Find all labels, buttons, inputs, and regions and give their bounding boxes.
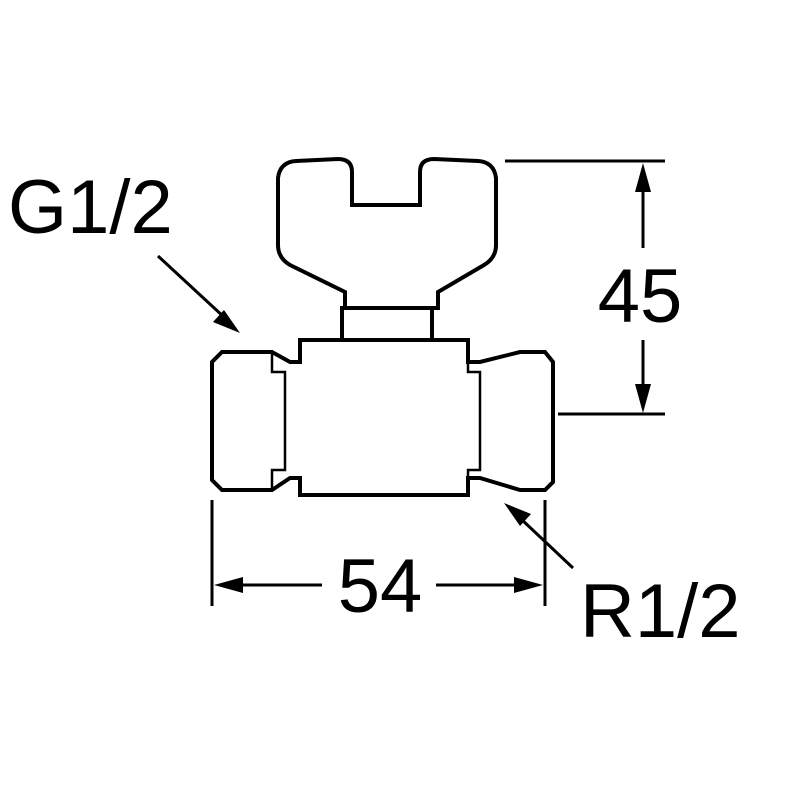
width-dimension-label: 54 xyxy=(338,544,423,629)
width-arrow-right xyxy=(514,577,543,593)
inlet-leader-line xyxy=(156,254,227,320)
height-arrow-bottom xyxy=(635,384,651,413)
outlet-thread-label: R1/2 xyxy=(580,569,741,654)
width-arrow-left xyxy=(214,577,243,593)
body-detail-right xyxy=(466,360,482,478)
outlet-leader-arrow xyxy=(504,503,531,526)
inlet-leader-arrow xyxy=(213,310,240,333)
body-detail-left xyxy=(270,352,287,490)
height-dimension-label: 45 xyxy=(598,254,683,339)
outlet-leader-line xyxy=(518,516,575,570)
inlet-thread-label: G1/2 xyxy=(8,165,173,250)
valve-stem xyxy=(340,306,434,342)
height-arrow-top xyxy=(635,163,651,192)
valve-handle xyxy=(276,156,498,310)
valve-body xyxy=(210,338,555,497)
